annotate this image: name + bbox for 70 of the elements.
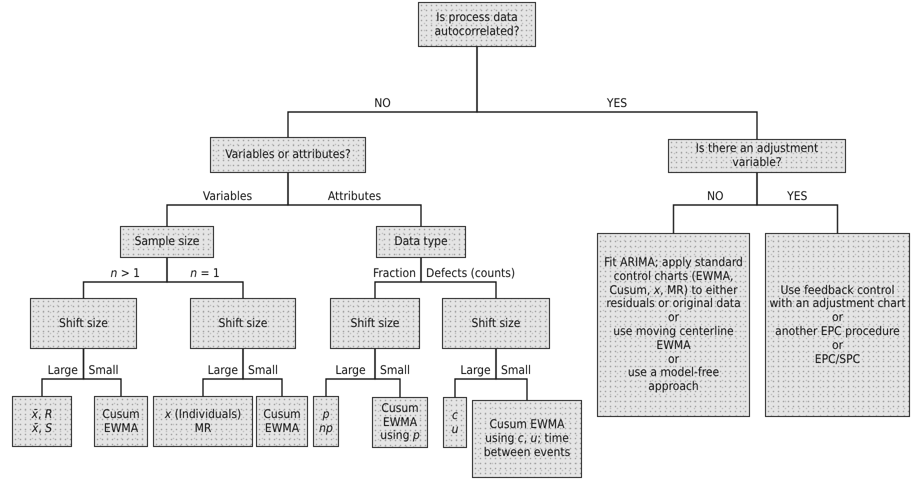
decision-box [376,226,466,258]
outcome-box [12,396,72,447]
node-text: Sample size [134,235,200,249]
node-text: EPC/SPC [814,352,860,366]
node-text: Cusum EWMA using p [379,402,421,444]
outcome-box [765,233,910,417]
node-text: or [668,311,680,325]
connector-line [242,349,283,396]
node-text: Shift size [218,316,268,330]
node-text: Shift size [472,316,520,330]
decision-box [418,2,536,47]
node-text: Shift size [350,316,400,330]
edge-label: Large [46,363,80,377]
node-text: or [668,352,680,366]
decision-box [30,298,137,349]
decision-box [442,298,550,349]
node-text: Shift size [59,316,108,330]
node-text: x̄, R [32,408,52,422]
outcome-box [153,396,253,447]
decision-box [120,226,214,258]
node-text: Cusum EWMA using c, u; time between events [482,418,572,460]
edge-label: Small [378,363,412,377]
outcome-box [313,396,339,447]
node-text: np [319,422,333,436]
edge-label: Small [499,363,533,377]
edge-label: Large [206,363,240,377]
outcome-box [256,396,308,447]
node-text: Is there an adjustment variable? [694,142,820,170]
outcome-box [372,397,428,448]
edge-label: NO [372,96,393,110]
node-text: or [832,338,844,353]
node-text: Cusum EWMA [262,408,302,436]
node-text: Variables or attributes? [225,148,351,162]
node-text: p [322,408,330,422]
connector-line [374,349,401,397]
connector-line [287,173,422,226]
outcome-box [472,400,582,478]
edge-label: Small [246,363,280,377]
edge-label: Attributes [326,189,384,203]
connector-line [495,349,528,400]
edge-label: YES [604,96,630,110]
edge-label: Large [458,363,493,377]
node-text: use a model-free approach [626,366,720,394]
node-text: Data type [394,235,448,249]
node-text: another EPC procedure [775,325,900,339]
decision-box [668,139,846,173]
decision-box [190,298,296,349]
node-text: Cusum EWMA [101,408,141,436]
outcome-box [597,233,750,417]
edge-label: Variables [200,189,254,203]
connector-line [476,47,758,139]
node-text: c [452,408,458,422]
connector-line [82,349,122,396]
connector-line [756,173,838,233]
node-text: or [832,311,844,325]
decision-box [210,137,366,173]
node-text: Is process data autocorrelated? [434,10,520,38]
edge-label: Defects (counts) [424,266,518,280]
node-text: u [452,422,458,436]
decision-box [330,298,420,349]
connector-line [420,258,497,298]
connector-line [166,258,244,298]
outcome-box [94,396,148,447]
edge-label: Large [333,363,368,377]
edge-label: n = 1 [188,266,222,280]
outcome-box [443,397,467,448]
node-text: x (Individuals) MR [164,408,242,436]
edge-label: Small [86,363,120,377]
node-text: x̄, S [32,422,52,436]
edge-label: YES [785,189,810,203]
